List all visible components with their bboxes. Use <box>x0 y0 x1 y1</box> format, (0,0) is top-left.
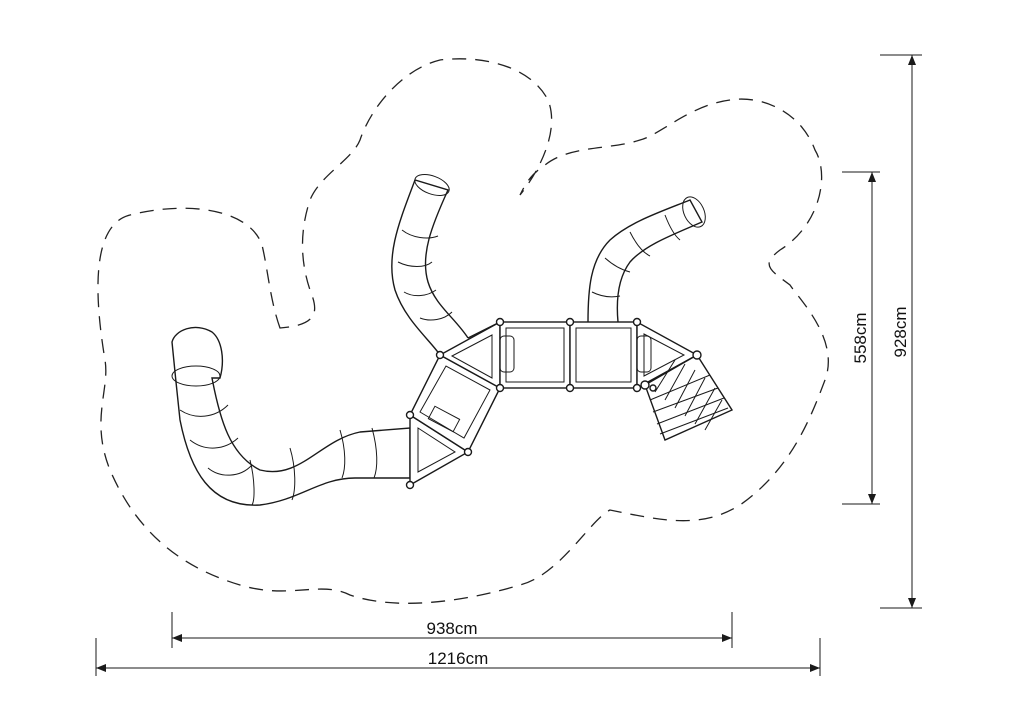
label-width-inner: 938cm <box>426 619 477 638</box>
triangle-deck-right <box>636 320 699 390</box>
rect-deck-1 <box>499 321 571 389</box>
climbing-net <box>640 350 734 441</box>
safety-zone-outline <box>97 58 829 604</box>
rect-deck-2 <box>569 321 638 389</box>
tube-slide-upper-left <box>391 174 501 356</box>
label-height-inner: 558cm <box>851 312 870 363</box>
dimension-width-outer <box>95 638 821 676</box>
tube-slide-left <box>171 326 411 506</box>
dimension-height-outer <box>880 54 922 609</box>
label-height-outer: 928cm <box>891 306 910 357</box>
dimension-height-inner <box>842 171 880 505</box>
posts <box>405 317 642 490</box>
tube-slide-upper-right <box>587 196 706 323</box>
dimension-width-inner <box>171 612 733 648</box>
label-width-outer: 1216cm <box>428 649 488 668</box>
